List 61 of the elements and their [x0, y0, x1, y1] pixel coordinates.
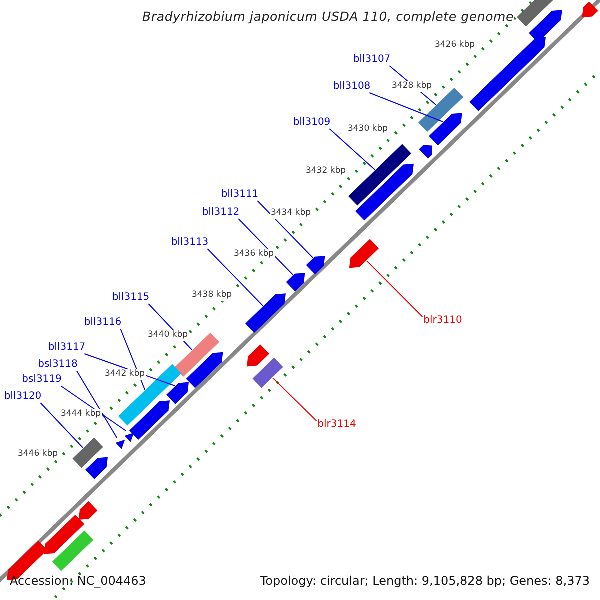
gene-block	[517, 0, 555, 27]
gene-label: bll3116	[84, 318, 122, 328]
gene-feature	[130, 400, 170, 440]
gene-label: bll3109	[293, 118, 331, 128]
gene-block	[72, 438, 104, 468]
position-label: 3442 kbp	[104, 369, 146, 380]
gene-label: bll3115	[112, 293, 150, 303]
leader-line	[366, 260, 424, 318]
gene-feature	[286, 273, 306, 292]
gene-feature	[186, 352, 224, 388]
gene-label: bll3117	[48, 343, 86, 353]
gene-label: bll3107	[353, 55, 391, 65]
gene-block	[348, 144, 412, 206]
position-label: 3446 kbp	[16, 449, 60, 460]
gene-label: bll3111	[221, 190, 259, 200]
info-text: Accession: NC_004463	[10, 575, 146, 587]
gene-label: bll3108	[333, 82, 371, 92]
position-label: 3440 kbp	[146, 330, 190, 340]
leader-line	[76, 370, 118, 438]
gene-feature	[166, 382, 189, 404]
gene-feature	[349, 239, 380, 268]
gene-feature	[44, 515, 84, 554]
leader-line	[329, 128, 376, 170]
title: Bradyrhizobium japonicum USDA 110, complete genome	[142, 11, 514, 24]
position-label: 3434 kbp	[270, 208, 312, 218]
gene-label: bsl3119	[22, 375, 62, 385]
gene-feature	[246, 294, 286, 333]
position-label: 3432 kbp	[304, 166, 348, 176]
leader-line	[257, 200, 314, 258]
position-label: 3430 kbp	[346, 124, 390, 134]
position-label: 3426 kbp	[434, 40, 476, 50]
gene-label: bll3113	[171, 238, 209, 248]
gene-block	[52, 530, 94, 572]
position-label: 3438 kbp	[190, 290, 234, 300]
info-text: Topology: circular; Length: 9,105,828 bp; Genes: 8,373	[260, 575, 590, 587]
gene-feature	[429, 113, 462, 146]
gene-marker	[116, 440, 126, 450]
gene-feature	[582, 2, 598, 18]
gene-label: bll3112	[202, 208, 240, 218]
leader-line	[40, 402, 84, 448]
gene-label: bsl3118	[38, 360, 78, 370]
position-label: 3436 kbp	[232, 249, 276, 260]
gene-feature	[86, 457, 108, 480]
gene-feature	[306, 256, 326, 275]
position-label: 3428 kbp	[390, 81, 434, 92]
gene-label: blr3110	[424, 316, 462, 326]
leader-line	[369, 92, 444, 122]
gene-block	[252, 358, 284, 388]
gene-label: bll3120	[4, 392, 42, 402]
gene-label: blr3114	[318, 420, 356, 430]
gene-feature	[78, 501, 98, 520]
leader-line	[207, 248, 264, 306]
leader-line	[238, 218, 294, 276]
gene-marker	[124, 432, 134, 442]
leader-line	[272, 378, 318, 422]
gene-feature	[247, 344, 270, 367]
leader-line	[60, 386, 127, 432]
position-label: 3444 kbp	[60, 409, 102, 420]
gene-block	[418, 88, 464, 132]
gene-feature	[356, 164, 414, 221]
gene-feature	[419, 145, 432, 159]
